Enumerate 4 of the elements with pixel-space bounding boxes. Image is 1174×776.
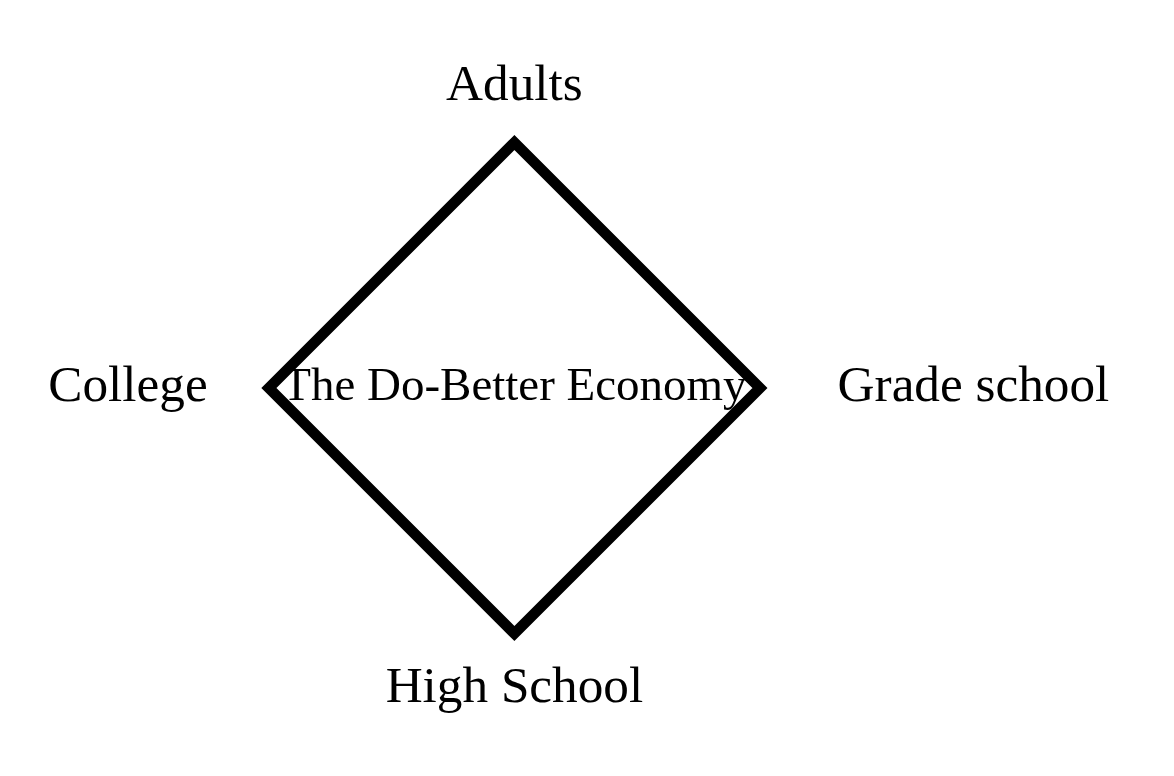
label: College [48, 355, 208, 413]
label: High School [385, 656, 644, 714]
label: Grade school [837, 355, 1110, 413]
label: Adults [446, 54, 583, 112]
